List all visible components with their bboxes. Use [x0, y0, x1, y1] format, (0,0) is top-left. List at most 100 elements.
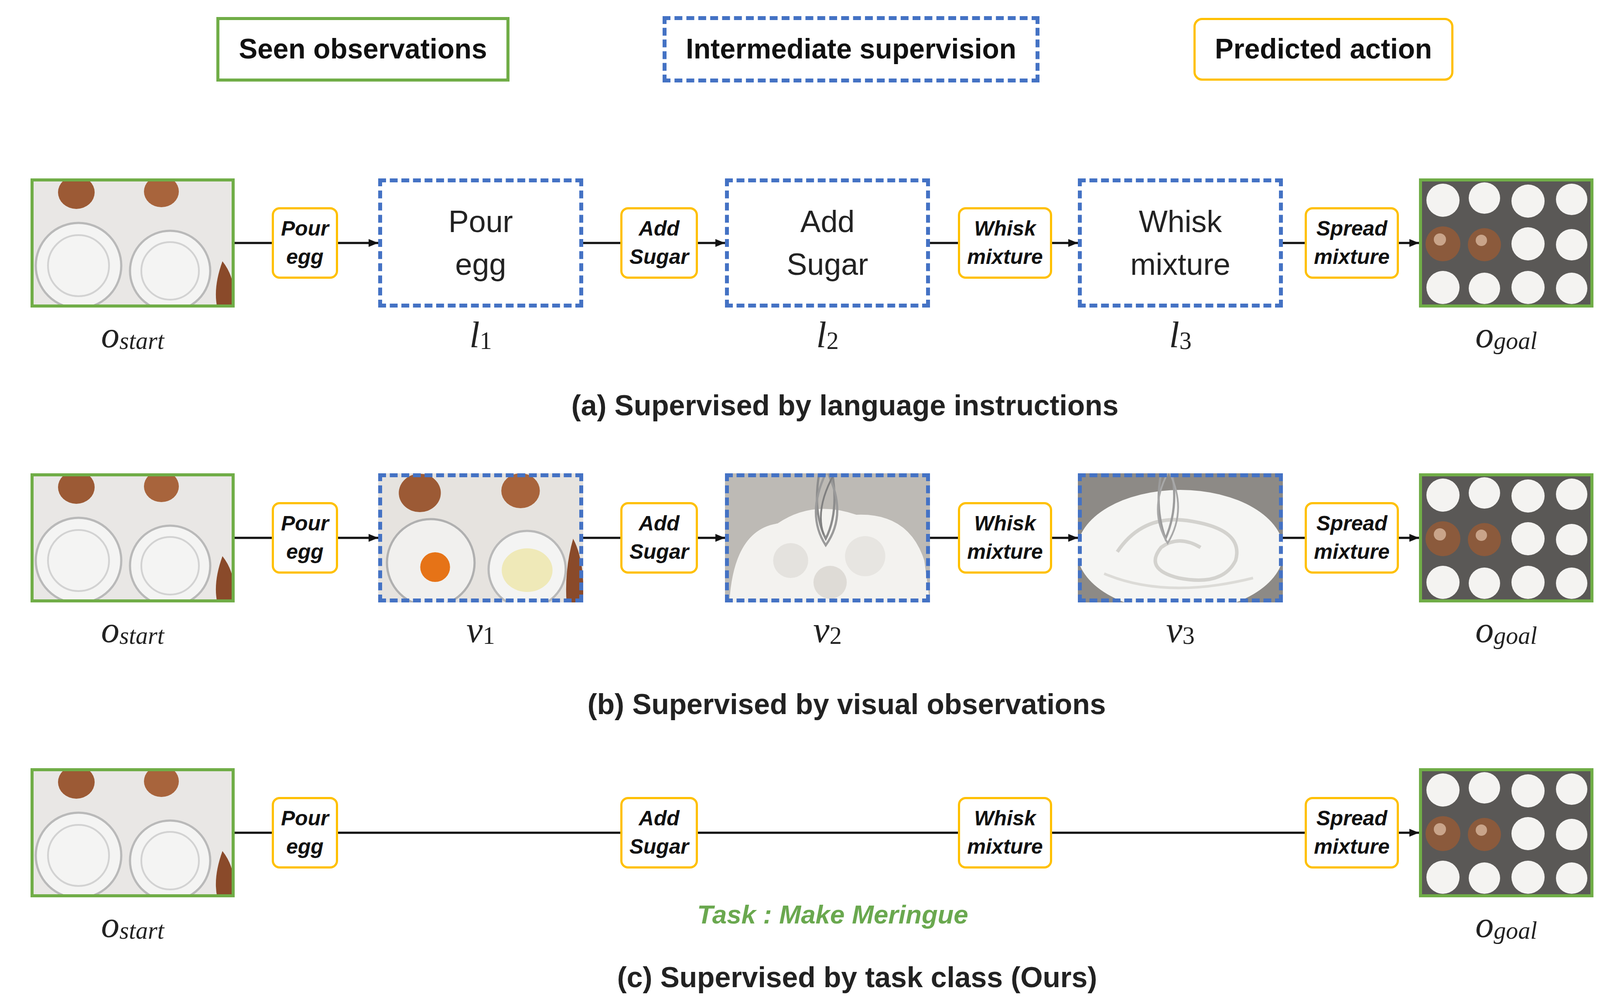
- symbol-letter: o: [101, 904, 120, 945]
- observation-image: ogoal: [1418, 768, 1594, 946]
- action-text: Pour egg: [280, 214, 329, 272]
- subfigure-caption: (c) Supervised by task class (Ours): [617, 960, 1098, 994]
- observation-image: ostart: [30, 178, 235, 356]
- image-frame: [1418, 768, 1594, 898]
- flow-arrow: [1282, 536, 1305, 540]
- symbol-letter: l: [1169, 314, 1180, 356]
- symbol-label: ogoal: [1418, 608, 1594, 651]
- observation-image: ogoal: [1418, 178, 1594, 356]
- action-box: Pour egg: [271, 207, 338, 279]
- symbol-subscript: start: [119, 916, 165, 944]
- action-box: Pour egg: [271, 502, 338, 574]
- action-box: Whisk mixture: [957, 796, 1052, 869]
- instruction-text: Pour egg: [448, 200, 513, 286]
- image-frame: [30, 178, 235, 308]
- symbol-subscript: 1: [482, 622, 496, 650]
- visual-box: v2: [724, 473, 930, 651]
- symbol-label: ogoal: [1418, 313, 1594, 356]
- action-box: Whisk mixture: [957, 207, 1052, 279]
- action-box: Add Sugar: [620, 502, 698, 574]
- symbol-subscript: 3: [1182, 622, 1195, 650]
- symbol-letter: o: [1475, 314, 1494, 356]
- flow-arrow: [234, 831, 272, 835]
- image-frame: [30, 768, 235, 898]
- symbol-label: l3: [1077, 313, 1283, 356]
- symbol-subscript: start: [119, 327, 165, 355]
- legend-entry: Seen observations: [216, 17, 510, 82]
- flow-arrow: [234, 242, 272, 245]
- flow-arrow: [1282, 242, 1305, 245]
- symbol-subscript: goal: [1493, 622, 1538, 650]
- flow-arrow: [697, 242, 725, 245]
- symbol-letter: v: [1165, 609, 1183, 650]
- symbol-subscript: goal: [1493, 327, 1538, 355]
- supervision-frame: Pour egg: [378, 178, 584, 308]
- symbol-letter: o: [1475, 609, 1494, 650]
- flow-arrow: [929, 536, 958, 540]
- subfigure-caption: (a) Supervised by language instructions: [571, 388, 1119, 422]
- symbol-letter: o: [1475, 904, 1494, 945]
- symbol-label: v3: [1077, 608, 1283, 651]
- language-box: Pour egg l1: [378, 178, 584, 356]
- flow-arrow: [1052, 831, 1306, 835]
- flow-arrow: [697, 831, 958, 835]
- symbol-letter: l: [469, 314, 480, 356]
- flow-arrow: [1052, 536, 1078, 540]
- action-text: Add Sugar: [629, 509, 689, 567]
- legend-text: Seen observations: [238, 33, 487, 65]
- flow-arrow: [697, 536, 725, 540]
- subfigure-caption: (b) Supervised by visual observations: [587, 687, 1106, 721]
- symbol-label: ogoal: [1418, 903, 1594, 946]
- legend-entry: Intermediate supervision: [662, 16, 1040, 83]
- supervision-frame: [378, 473, 584, 603]
- action-box: Spread mixture: [1304, 796, 1399, 869]
- flow-arrow: [583, 242, 621, 245]
- symbol-label: ostart: [30, 313, 235, 356]
- action-text: Whisk mixture: [967, 509, 1043, 567]
- action-box: Spread mixture: [1304, 502, 1399, 574]
- flow-arrow: [929, 242, 958, 245]
- symbol-label: v1: [378, 608, 584, 651]
- supervision-frame: [1077, 473, 1283, 603]
- flow-arrow: [1398, 242, 1419, 245]
- image-frame: [1418, 178, 1594, 308]
- symbol-subscript: 1: [479, 327, 493, 355]
- symbol-letter: o: [101, 314, 120, 356]
- symbol-label: ostart: [30, 608, 235, 651]
- symbol-subscript: 2: [829, 622, 842, 650]
- symbol-letter: v: [813, 609, 830, 650]
- symbol-subscript: goal: [1493, 916, 1538, 944]
- action-text: Pour egg: [280, 509, 329, 567]
- action-text: Whisk mixture: [967, 804, 1043, 862]
- observation-image: ostart: [30, 473, 235, 651]
- symbol-label: l1: [378, 313, 584, 356]
- flow-arrow: [338, 242, 379, 245]
- action-box: Whisk mixture: [957, 502, 1052, 574]
- action-text: Add Sugar: [629, 214, 689, 272]
- action-box: Add Sugar: [620, 796, 698, 869]
- symbol-letter: o: [101, 609, 120, 650]
- legend-text: Predicted action: [1214, 33, 1433, 65]
- flow-arrow: [338, 831, 621, 835]
- symbol-subscript: start: [119, 622, 165, 650]
- observation-image: ostart: [30, 768, 235, 946]
- task-label: Task : Make Meringue: [697, 899, 968, 930]
- legend-entry: Predicted action: [1193, 17, 1454, 81]
- image-frame: [1418, 473, 1594, 603]
- action-box: Pour egg: [271, 796, 338, 869]
- symbol-label: v2: [724, 608, 930, 651]
- symbol-subscript: 2: [826, 327, 839, 355]
- symbol-letter: l: [816, 314, 827, 356]
- flow-arrow: [1398, 536, 1419, 540]
- symbol-label: ostart: [30, 903, 235, 946]
- symbol-label: l2: [724, 313, 930, 356]
- action-text: Pour egg: [280, 804, 329, 862]
- instruction-text: Whisk mixture: [1130, 200, 1231, 286]
- image-frame: [30, 473, 235, 603]
- action-text: Spread mixture: [1313, 804, 1390, 862]
- flow-arrow: [338, 536, 379, 540]
- symbol-letter: v: [466, 609, 483, 650]
- action-text: Whisk mixture: [967, 214, 1043, 272]
- action-text: Spread mixture: [1313, 214, 1390, 272]
- language-box: Whisk mixture l3: [1077, 178, 1283, 356]
